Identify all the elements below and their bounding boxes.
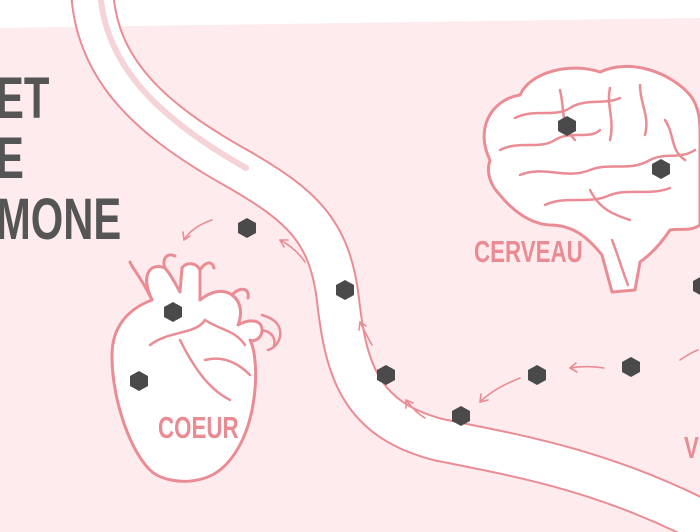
brain-label: CERVEAU	[474, 234, 583, 269]
title-line-1: ET	[0, 66, 50, 131]
hormone-marker-icon	[130, 116, 700, 426]
title-line-2: E	[0, 130, 24, 188]
brain-icon	[482, 64, 700, 294]
title-line-3: MONE	[0, 187, 122, 252]
heart-label: COEUR	[158, 410, 239, 445]
blood-vessel	[70, 0, 700, 532]
heart-icon	[110, 253, 282, 483]
flow-arrow-icon	[182, 219, 699, 419]
partial-label-right: V	[684, 430, 699, 465]
